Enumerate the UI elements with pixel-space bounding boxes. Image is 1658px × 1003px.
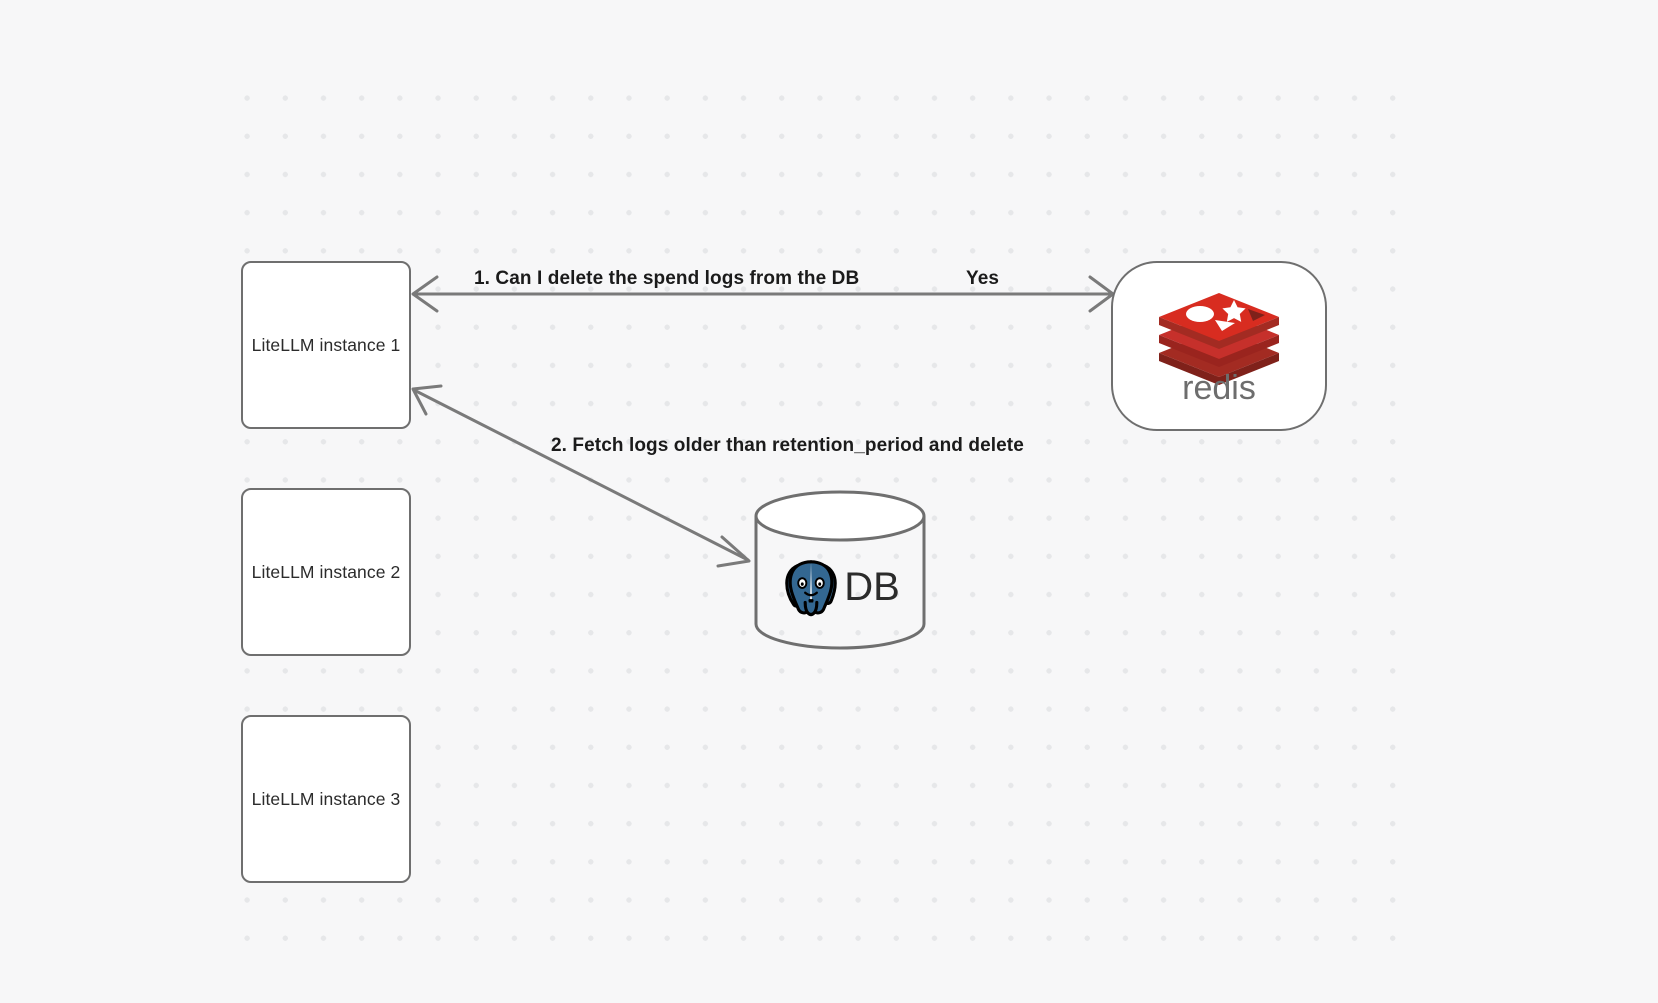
database-cylinder-shape: [754, 490, 926, 650]
node-litellm-instance-3-label: LiteLLM instance 3: [251, 788, 401, 809]
node-litellm-instance-1[interactable]: LiteLLM instance 1: [241, 261, 411, 429]
redis-logo-icon: redis: [1159, 293, 1279, 405]
database-label: DB: [844, 565, 900, 609]
postgresql-elephant-icon: [785, 560, 837, 617]
edge-2-arrowhead-upleft: [411, 384, 443, 416]
edge-1-arrowhead-right: [1088, 275, 1115, 313]
node-database[interactable]: DB: [752, 490, 928, 650]
database-logo-row: DB: [752, 536, 928, 636]
edge-2-label: 2. Fetch logs older than retention_perio…: [551, 435, 1024, 456]
node-litellm-instance-1-label: LiteLLM instance 1: [251, 334, 401, 355]
node-litellm-instance-2[interactable]: LiteLLM instance 2: [241, 488, 411, 656]
edge-2-line: [412, 388, 750, 562]
edge-1-label: 1. Can I delete the spend logs from the …: [474, 268, 860, 289]
node-litellm-instance-2-label: LiteLLM instance 2: [251, 561, 401, 582]
redis-wordmark: redis: [1182, 369, 1256, 405]
edge-2-arrowhead-downright: [716, 535, 751, 568]
node-redis[interactable]: redis: [1111, 261, 1327, 431]
edge-1-reply-label: Yes: [966, 268, 1000, 289]
edge-1-arrowhead-left: [411, 275, 439, 313]
node-litellm-instance-3[interactable]: LiteLLM instance 3: [241, 715, 411, 883]
